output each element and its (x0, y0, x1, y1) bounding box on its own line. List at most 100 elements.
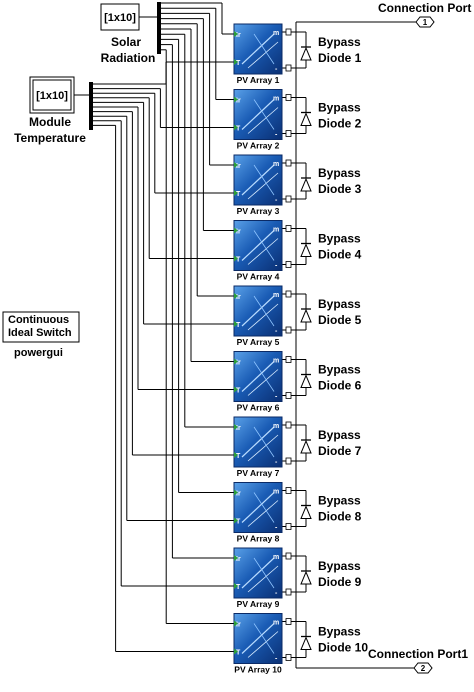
positive-port-label: m (273, 423, 279, 430)
negative-port-label: - (275, 66, 278, 73)
positive-port-label: m (273, 620, 279, 627)
negative-port-label: - (275, 656, 278, 663)
bypass-diode-label-line2: Diode 8 (318, 510, 362, 524)
connector-port-icon (285, 64, 292, 72)
pv-panel-shine (247, 107, 279, 134)
irradiance-port-label: Ir (236, 32, 241, 39)
pv-panel-shine (247, 631, 279, 658)
pv-panel-shine (247, 565, 279, 593)
connector-port-icon (285, 261, 292, 268)
solar-demux-bar (157, 2, 161, 54)
input-port-arrow (234, 321, 238, 327)
bypass-diode-icon[interactable] (300, 635, 312, 650)
irradiance-port-label: Ir (236, 491, 241, 498)
bypass-diode-label-line2: Diode 6 (318, 379, 362, 393)
connector-port-icon (285, 392, 292, 399)
temperature-port-label: T (236, 191, 241, 198)
bypass-diode-icon[interactable] (300, 308, 312, 323)
connection-port-top-label: Connection Port (378, 1, 471, 15)
bypass-diode-icon[interactable] (300, 177, 312, 192)
bypass-diode-label-line2: Diode 9 (318, 575, 362, 589)
connection-port-top[interactable]: Connection Port 1 (378, 1, 471, 28)
bypass-diode-label-line2: Diode 4 (318, 248, 362, 262)
bypass-diode-icon[interactable] (300, 111, 312, 126)
pv-array-label: PV Array 9 (237, 599, 280, 609)
positive-port-label: m (273, 96, 279, 103)
pv-array-label: PV Array 2 (237, 141, 280, 151)
temperature-port-label: T (236, 257, 241, 264)
connector-port-icon (285, 94, 292, 101)
input-port-arrow (234, 124, 238, 131)
bypass-diode-label-line1: Bypass (318, 232, 361, 246)
solar-radiation-label-line2: Radiation (101, 51, 156, 65)
pv-panel-shine (241, 295, 275, 327)
pv-panel-shine (241, 361, 275, 392)
negative-port-label: - (275, 459, 278, 466)
solar-radiation-label-line1: Solar (111, 35, 141, 49)
bypass-diode-label-line1: Bypass (318, 297, 361, 311)
powergui-mode-line2: Ideal Switch (8, 327, 72, 339)
module-temperature-block[interactable]: [1x10] (29, 76, 89, 114)
irradiance-port-label: Ir (236, 98, 241, 105)
bypass-diode-label-line1: Bypass (318, 166, 361, 180)
connector-port-icon (285, 654, 292, 661)
connector-port-icon (285, 588, 292, 596)
temperature-port-label: T (236, 584, 241, 591)
input-port-arrow (234, 648, 238, 655)
bypass-diode-icon[interactable] (300, 46, 312, 61)
negative-port-label: - (275, 132, 278, 139)
temperature-port-label: T (236, 650, 241, 657)
positive-port-label: m (273, 489, 279, 496)
pv-array-label: PV Array 1 (237, 75, 280, 85)
bypass-diode-icon[interactable] (300, 504, 312, 519)
connection-port-bottom[interactable]: Connection Port1 2 (368, 647, 468, 674)
irradiance-port-label: Ir (236, 556, 241, 563)
connector-port-icon (285, 28, 292, 36)
input-port-arrow (234, 293, 238, 299)
pv-panel-shine (253, 230, 275, 261)
powergui-label: powergui (14, 347, 63, 359)
connector-port-icon (285, 618, 292, 625)
pv-array-label: PV Array 3 (237, 206, 280, 216)
pv-panel-shine (241, 230, 275, 261)
solar-radiation-block[interactable]: [1x10] (100, 3, 158, 31)
pv-panel-shine (241, 492, 275, 523)
powergui-block[interactable]: Continuous Ideal Switch (2, 311, 80, 343)
pv-panel-shine (253, 557, 275, 589)
bypass-diode-icon[interactable] (300, 242, 312, 257)
bypass-diode-label-line2: Diode 10 (318, 641, 368, 655)
bypass-diode-icon[interactable] (300, 373, 312, 388)
pv-panel-shine (247, 41, 279, 69)
connector-port-icon (285, 130, 292, 137)
connector-port-icon (285, 356, 292, 363)
pv-panel-shine (253, 361, 275, 392)
negative-port-label: - (275, 263, 278, 270)
input-port-arrow (234, 489, 238, 496)
pv-panel-shine (241, 99, 275, 130)
bypass-diode-icon[interactable] (300, 439, 312, 454)
positive-port-label: m (273, 161, 279, 168)
pv-panel-shine (247, 238, 279, 265)
pv-panel-shine (247, 303, 279, 331)
pv-panel-shine (253, 426, 275, 458)
temperature-demux-bar (89, 82, 93, 130)
solar-radiation-value: [1x10] (104, 12, 136, 24)
temperature-port-label: T (236, 322, 241, 329)
bypass-diode-icon[interactable] (300, 570, 312, 585)
positive-port-label: m (273, 292, 279, 299)
positive-port-label: m (273, 227, 279, 234)
input-port-arrow (234, 162, 238, 168)
signal-wires (93, 2, 416, 669)
